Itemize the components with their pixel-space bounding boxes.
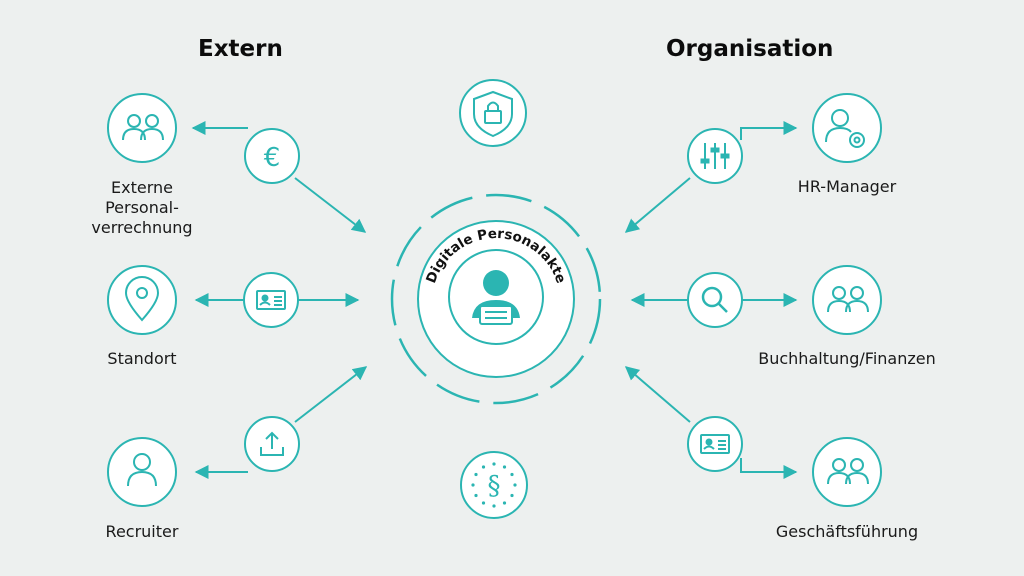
users-icon [122,114,164,141]
node-buchhaltung[interactable] [812,265,882,335]
user-icon [127,453,157,487]
label-hr-manager: HR-Manager [797,177,897,196]
arrow-id-to-geschaeftsfuehrung [740,458,798,479]
location-pin-icon [124,276,160,322]
user-gear-icon [825,109,865,148]
shield-lock-icon [473,90,513,138]
personnel-file-icon [472,270,520,325]
paragraph-node: § [460,451,528,519]
label-geschaeftsfuehrung: Geschäftsführung [775,522,919,541]
id-card-icon [700,434,730,454]
node-hr-manager[interactable] [812,93,882,163]
arrow-euro-to-center [294,177,367,233]
label-buchhaltung: Buchhaltung/Finanzen [758,349,936,368]
connector-id-card-left[interactable] [243,272,299,328]
connector-sliders[interactable] [687,128,743,184]
upload-icon [260,431,284,456]
svg-text:§: § [488,471,501,501]
paragraph-stars-icon: § [471,462,517,508]
header-extern: Extern [198,36,283,62]
arrow-id-to-center-right [624,366,691,423]
users-icon [827,458,869,485]
node-geschaeftsfuehrung[interactable] [812,437,882,507]
connector-euro[interactable]: € [244,128,300,184]
node-standort[interactable] [107,265,177,335]
arrow-sliders-to-hr [740,121,798,140]
node-externe-personalverrechnung[interactable] [107,93,177,163]
label-standort: Standort [107,349,177,368]
connector-id-card-right[interactable] [687,416,743,472]
connector-upload[interactable] [244,416,300,472]
connector-search[interactable] [687,272,743,328]
sliders-icon [700,143,730,169]
label-externe-personalverrechnung: Externe Personal- verrechnung [91,178,193,237]
arrow-upload-to-center [294,366,368,423]
center-hub[interactable] [448,249,544,345]
node-recruiter[interactable] [107,437,177,507]
euro-icon: € [264,143,281,173]
search-icon [701,286,728,313]
center-dashed-ring [390,193,602,405]
arrows [191,121,798,479]
header-organisation: Organisation [666,36,834,62]
label-recruiter: Recruiter [105,522,179,541]
users-icon [827,286,869,313]
id-card-icon [256,290,286,310]
shield-lock-node [459,79,527,147]
arrow-sliders-to-center [624,177,691,233]
